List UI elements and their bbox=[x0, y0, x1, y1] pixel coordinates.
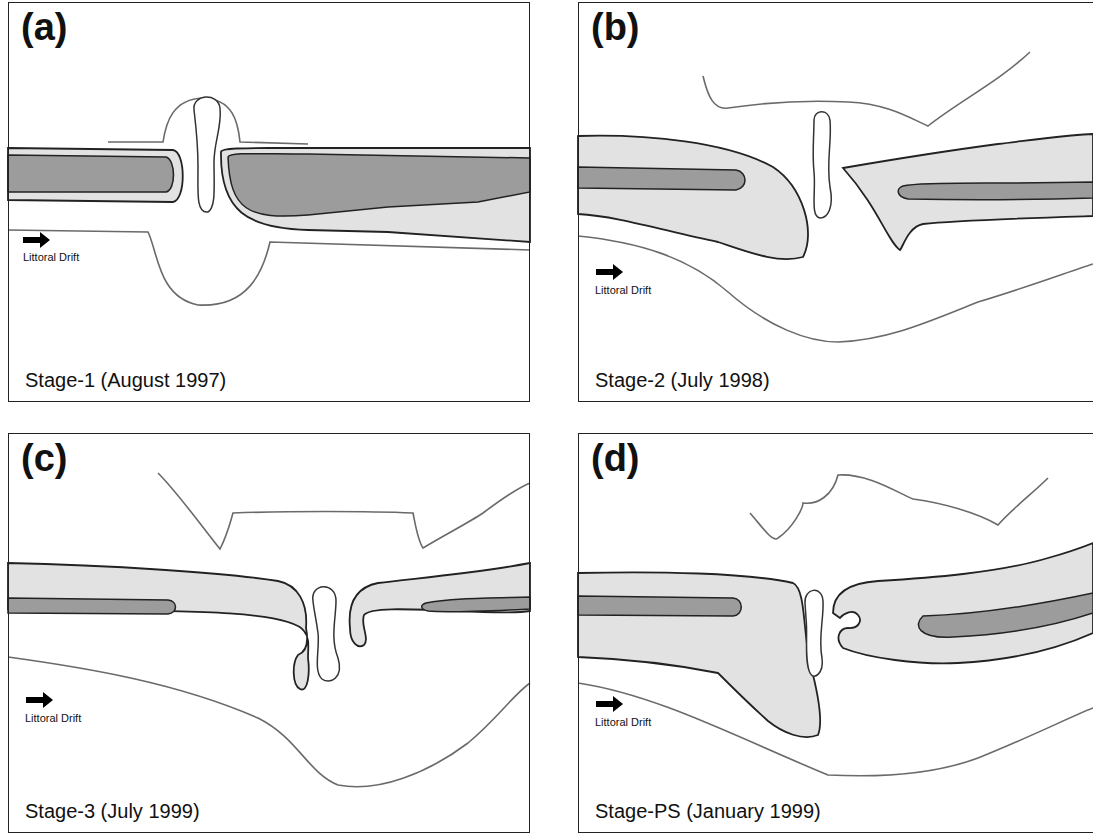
stage-caption: Stage-1 (August 1997) bbox=[25, 369, 226, 391]
stage-panel: (a) Littoral DriftStage-1 (August 1997) bbox=[8, 2, 530, 402]
stage-caption: Stage-3 (July 1999) bbox=[25, 800, 200, 822]
stage-panel: (d) Littoral DriftStage-PS (January 1999) bbox=[578, 433, 1093, 833]
stage-ps-map bbox=[578, 475, 1093, 776]
drift-label: Littoral Drift bbox=[25, 712, 81, 724]
drift-label: Littoral Drift bbox=[595, 716, 651, 728]
stage-panel: (b) Littoral DriftStage-2 (July 1998) bbox=[578, 2, 1093, 402]
drift-label: Littoral Drift bbox=[23, 251, 79, 263]
stage-caption: Stage-2 (July 1998) bbox=[595, 369, 770, 391]
panel-letter: (b) bbox=[591, 7, 640, 49]
stage-3-map bbox=[8, 473, 530, 787]
panel-letter: (c) bbox=[21, 438, 67, 480]
stage-2-map bbox=[578, 52, 1093, 342]
drift-label: Littoral Drift bbox=[595, 284, 651, 296]
stage-caption: Stage-PS (January 1999) bbox=[595, 800, 821, 822]
stage-1-map bbox=[8, 97, 530, 305]
stage-panel: (c) Littoral DriftStage-3 (July 1999) bbox=[8, 433, 530, 833]
panel-letter: (d) bbox=[591, 438, 640, 480]
panel-letter: (a) bbox=[21, 7, 67, 49]
